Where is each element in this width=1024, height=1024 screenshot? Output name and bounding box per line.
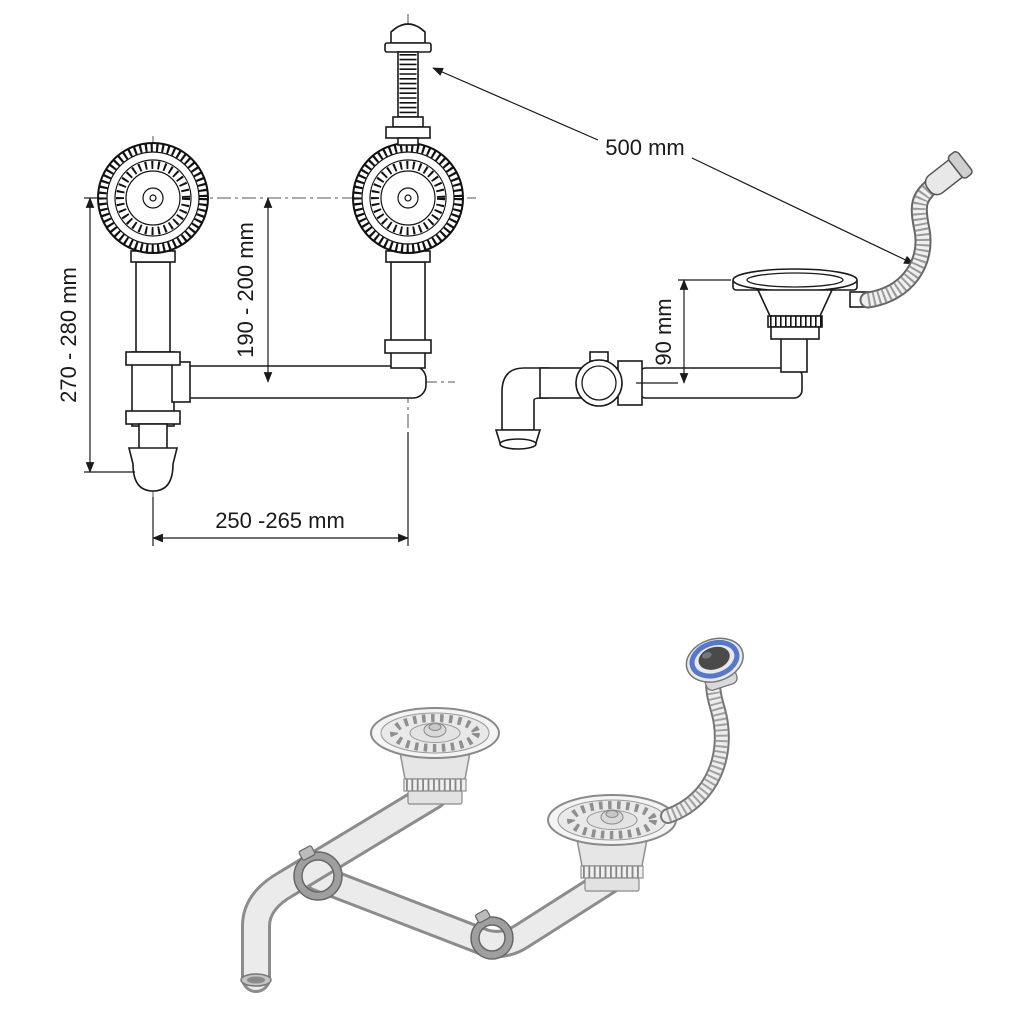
render-3d [240, 637, 744, 993]
overflow-hose-3d [660, 637, 744, 824]
horizontal-waste-pipe [173, 365, 427, 399]
hose-corrugation [866, 181, 937, 307]
dimension-strainer-spacing-label: 250 -265 mm [215, 508, 345, 533]
hose-corrugation-3d [665, 671, 728, 822]
front-view: 270 - 280 mm 190 - 200 mm 250 -265 mm [56, 14, 476, 546]
overflow-hose-side [849, 151, 973, 309]
dimension-total-height: 270 - 280 mm [56, 197, 135, 473]
dimension-outlet-height-label: 90 mm [651, 298, 676, 365]
dimension-strainer-to-pipe-label: 190 - 200 mm [233, 222, 258, 358]
strainer-3d-right [548, 795, 676, 891]
overflow-head-highlight [702, 652, 712, 659]
dimension-total-height-label: 270 - 280 mm [56, 267, 81, 403]
pipe-run-main-3d [240, 780, 448, 993]
pipe-union-nut [171, 361, 191, 403]
hose-length-callout: 500 mm [432, 67, 915, 265]
front-pipework [125, 250, 432, 492]
pipe-clamp-inner [581, 365, 617, 401]
outlet-stub [138, 423, 168, 451]
pipe-clamp-3d-right [470, 909, 514, 960]
hose-length-label: 500 mm [605, 135, 684, 160]
overflow-head-blue-ring [689, 639, 740, 679]
strainer-3d-left [371, 708, 499, 804]
tee-nut-bottom [125, 410, 181, 425]
right-nut [384, 339, 432, 354]
dimension-outlet-height: 90 mm [636, 279, 731, 384]
side-strainer-tail [780, 335, 808, 373]
side-view: 90 mm [494, 151, 973, 450]
side-strainer [732, 268, 858, 373]
right-strainer-front [353, 143, 463, 253]
overflow-head-3d [685, 637, 744, 691]
left-strainer-front [98, 143, 208, 253]
outlet-bell [127, 447, 179, 492]
pipe-clamp [575, 359, 623, 407]
overflow-head-side [924, 151, 973, 196]
side-outlet-opening [499, 438, 537, 450]
pipe-clamp-3d-left [293, 845, 343, 901]
pipe-run-lower-3d [304, 864, 624, 958]
outlet-bore-3d [247, 976, 265, 984]
dimension-strainer-spacing: 250 -265 mm [152, 432, 409, 546]
left-tailpipe [135, 261, 171, 355]
overflow-screw [384, 23, 432, 146]
tee-nut-top [125, 351, 181, 366]
dimension-strainer-to-pipe: 190 - 200 mm [233, 197, 273, 383]
